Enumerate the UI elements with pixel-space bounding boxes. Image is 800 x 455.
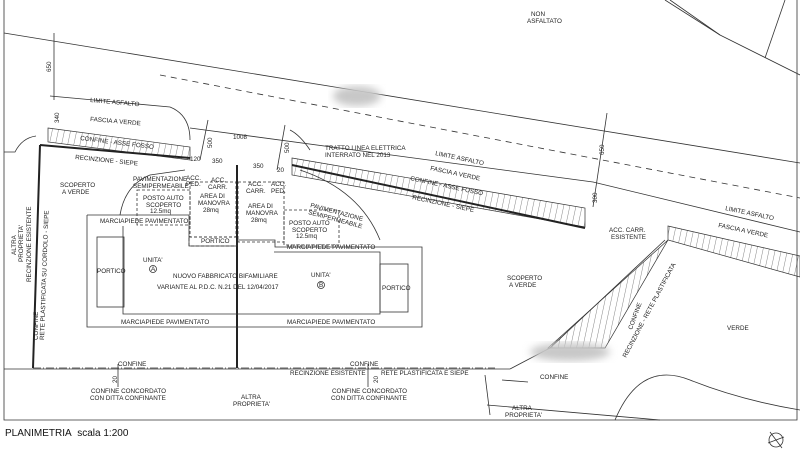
label: RECINZIONE ESISTENTE: [26, 206, 33, 282]
north-arrow-icon: [767, 431, 785, 449]
label: ACC.: [248, 181, 263, 188]
label: PROPRIETA': [18, 225, 25, 262]
road-lines: [3, 0, 800, 233]
label: NON: [531, 11, 545, 18]
dimension: 500: [284, 142, 291, 153]
dimension: 650: [46, 61, 53, 72]
ditch-strip-left: [47, 127, 191, 161]
label: POSTO AUTO: [289, 220, 330, 227]
label: LIMITE ASFALTO: [90, 97, 140, 108]
unit-a-marker: [149, 265, 157, 273]
fence-line: [39, 144, 191, 159]
dimension: 20: [373, 375, 380, 383]
dimension: 20: [277, 167, 285, 174]
label: POSTO AUTO: [143, 195, 184, 202]
label: PED.: [186, 181, 201, 188]
label: CON DITTA CONFINANTE: [331, 395, 407, 402]
redacted-area: [530, 343, 610, 361]
label: PAVIMENTAZIONE: [133, 176, 187, 183]
label: CARR.: [246, 188, 266, 195]
title-scale: scala 1:200: [77, 428, 129, 439]
label: 28mq: [203, 207, 219, 214]
label: MARCIAPIEDE PAVIMENTATO: [287, 244, 375, 251]
label: MANOVRA: [198, 200, 231, 207]
label: 28mq: [251, 217, 267, 224]
label: CONFINE: [540, 374, 568, 381]
label: MARCIAPIEDE PAVIMENTATO: [100, 218, 188, 225]
label: ALTRA: [512, 405, 533, 412]
label: PORTICO: [97, 268, 126, 275]
ditch-strip-right: [667, 225, 800, 278]
label: ALTRA: [241, 394, 262, 401]
label: MARCIAPIEDE PAVIMENTATO: [121, 319, 209, 326]
unit-b-marker: [317, 281, 325, 289]
label: SCOPERTO: [146, 202, 181, 209]
label: SEMIPERMEABILE: [133, 183, 189, 190]
label: CONFINE CONCORDATO: [91, 388, 166, 395]
label: PORTICO: [382, 285, 411, 292]
building-title: NUOVO FABBRICATO BIFAMILIARE: [173, 273, 278, 280]
label: 12.5mq: [296, 233, 318, 240]
label: UNITA': [143, 257, 163, 264]
label: ACC.: [186, 175, 201, 182]
label: INTERRATO NEL 2013: [325, 152, 391, 159]
label: RECINZIONE ESISTENTE: [290, 370, 366, 377]
label: B: [319, 282, 323, 289]
label: PED.: [271, 188, 286, 195]
building-subtitle: VARIANTE AL P.D.C. N.21 DEL 12/04/2017: [157, 284, 279, 291]
label: ALTRA: [11, 234, 18, 255]
label: CONFINE: [350, 361, 378, 368]
label: UNITA': [311, 272, 331, 279]
label: ASFALTATO: [527, 18, 562, 25]
dimension: 650: [599, 144, 606, 155]
label: SCOPERTO: [507, 275, 542, 282]
label: SCOPERTO: [292, 227, 327, 234]
dimension: 350: [253, 163, 264, 170]
label: RECINZIONE - SIEPE: [75, 154, 138, 168]
redacted-area: [333, 86, 381, 106]
building-outline: [86, 214, 423, 328]
label: A VERDE: [509, 282, 536, 289]
left-boundary: [32, 144, 41, 369]
label: 12.5mq: [150, 208, 172, 215]
label: MARCIAPIEDE PAVIMENTATO: [287, 319, 375, 326]
dimension: 340: [54, 112, 61, 123]
dimension: 500: [207, 137, 214, 148]
label: PROPRIETA': [505, 412, 542, 419]
label: AREA DI: [200, 193, 225, 200]
dimension: 1008: [233, 134, 248, 141]
dimension: 120: [190, 156, 201, 163]
drawing-frame: [3, 0, 798, 421]
label: LIMITE ASFALTO: [435, 150, 485, 167]
label: CARR.: [208, 184, 228, 191]
label: PORTICO: [201, 238, 230, 245]
drawing-title: PLANIMETRIA scala 1:200: [5, 428, 128, 439]
label: CONFINE: [118, 361, 146, 368]
title-name: PLANIMETRIA: [5, 428, 72, 439]
label: FASCIA A VERDE: [90, 116, 141, 127]
label: RETE PLASTIFICATA SU CORDOLO - SIEPE: [39, 210, 51, 340]
label: MANOVRA: [246, 210, 279, 217]
label: CONFINE CONCORDATO: [332, 388, 407, 395]
label: ESISTENTE: [611, 234, 646, 241]
label: ACC.: [211, 177, 226, 184]
dimension: 300: [592, 192, 599, 203]
label: ACC.: [271, 181, 286, 188]
dimension: 20: [112, 375, 119, 383]
label: TRATTO LINEA ELETTRICA: [325, 145, 406, 152]
label: AREA DI: [248, 203, 273, 210]
label: VERDE: [727, 325, 749, 332]
label: RETE PLASTIFICATA E SIEPE: [381, 370, 469, 377]
dimension: 350: [212, 158, 223, 165]
label: CON DITTA CONFINANTE: [90, 395, 166, 402]
label: CONFINE: [33, 312, 40, 340]
label: SCOPERTO: [60, 182, 95, 189]
dimension-marks: 650 340 500 1008 500 120 350 350 20 650 …: [46, 33, 608, 387]
label: PROPRIETA': [233, 401, 270, 408]
label: ACC. CARR.: [609, 227, 646, 234]
label: A: [151, 266, 156, 273]
label: FASCIA A VERDE: [718, 222, 769, 239]
label: A VERDE: [62, 189, 89, 196]
